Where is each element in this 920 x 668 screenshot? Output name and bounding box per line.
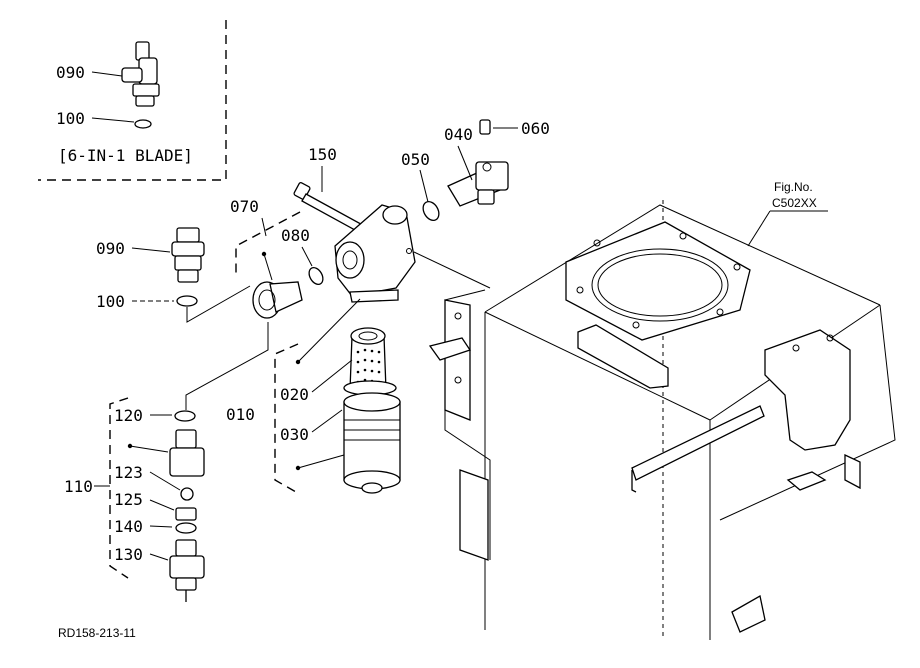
fig-ref-label: C502XX (772, 196, 817, 210)
part-123-ball (180, 487, 194, 501)
callout-050: 050 (401, 150, 430, 169)
callout-090: 090 (96, 239, 125, 258)
callout-120: 120 (114, 406, 143, 425)
part-050-oring (422, 201, 440, 221)
callout-100: 100 (96, 292, 125, 311)
hydraulic-tank (428, 200, 896, 640)
callout-010: 010 (226, 405, 255, 424)
callout-140: 140 (114, 517, 143, 536)
callout-080: 080 (281, 226, 310, 245)
part-080-oring (308, 266, 324, 286)
part-070-adapter (252, 281, 303, 319)
part-125-spring (175, 507, 197, 521)
tank-flange (565, 221, 751, 341)
part-100-oring (134, 119, 152, 129)
callout-123: 123 (114, 463, 143, 482)
callout-030: 030 (280, 425, 309, 444)
part-120-oring (174, 410, 196, 422)
part-040-elbow (447, 161, 509, 207)
part-020-element (349, 327, 387, 391)
blade-caption: [6-IN-1 BLADE] (58, 146, 193, 165)
part-140-oring (175, 522, 197, 534)
filter-head (334, 204, 416, 303)
callout-020: 020 (280, 385, 309, 404)
part-110-body (169, 429, 205, 477)
callout-100-inset: 100 (56, 109, 85, 128)
part-060-plug (479, 119, 491, 135)
part-100-oring (176, 295, 198, 307)
callout-070: 070 (230, 197, 259, 216)
callout-110: 110 (64, 477, 93, 496)
part-090-elbow-fitting (121, 41, 160, 107)
callout-040: 040 (444, 125, 473, 144)
blade-inset: 090 100 [6-IN-1 BLADE] (38, 20, 227, 181)
callout-090-inset: 090 (56, 63, 85, 82)
drawing-id: RD158-213-11 (58, 626, 136, 640)
callout-150: 150 (308, 145, 337, 164)
callout-125: 125 (114, 490, 143, 509)
part-090-adapter (171, 227, 205, 283)
part-030-bowl (343, 392, 401, 494)
callout-130: 130 (114, 545, 143, 564)
fig-no-label: Fig.No. (774, 180, 813, 194)
part-130-adapter (169, 539, 205, 602)
callout-060: 060 (521, 119, 550, 138)
